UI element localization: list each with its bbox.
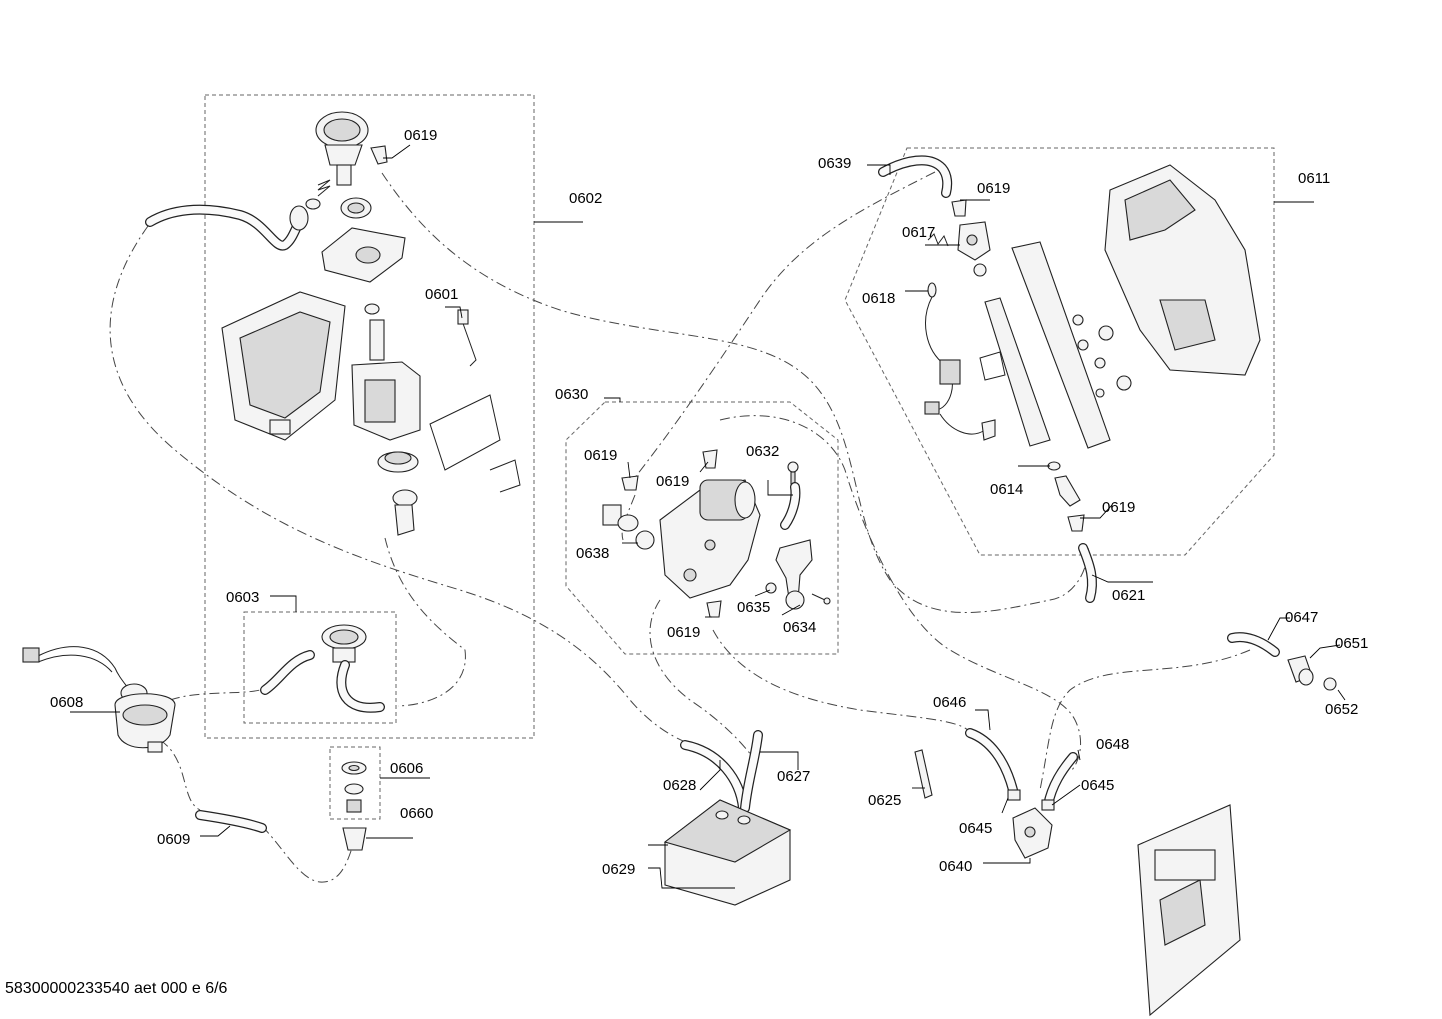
hose-0609 (195, 810, 267, 833)
label-0632: 0632 (746, 443, 779, 460)
grommet-part (973, 263, 987, 277)
label-0660: 0660 (400, 805, 433, 822)
hose-0648 (1043, 752, 1078, 810)
valve-0638 (602, 504, 639, 532)
hose-top-left (145, 204, 309, 251)
label-0603: 0603 (226, 589, 259, 606)
valve-seat-part (340, 197, 372, 219)
spring-part (317, 179, 331, 197)
hose-0639 (878, 155, 953, 198)
back-panel (1137, 804, 1241, 1017)
label-0645-b: 0645 (959, 820, 992, 837)
label-0601: 0601 (425, 286, 458, 303)
clip-0619-left (621, 475, 639, 491)
o-ring-0638 (635, 530, 655, 550)
label-0630: 0630 (555, 386, 588, 403)
label-0635: 0635 (737, 599, 770, 616)
label-0627: 0627 (777, 768, 810, 785)
label-0625: 0625 (868, 792, 901, 809)
clip-0619-top (370, 145, 388, 165)
hose-0632 (780, 482, 801, 530)
lever-0634 (775, 539, 813, 610)
label-0647: 0647 (1285, 609, 1318, 626)
rail-part (979, 241, 1111, 449)
mounting-frame-part (429, 394, 521, 493)
assembly-box-0630 (565, 401, 839, 655)
valve-0617 (957, 221, 991, 261)
seal-ring-part (377, 451, 419, 473)
label-0629: 0629 (602, 861, 635, 878)
spring-0617 (927, 233, 949, 247)
label-0640: 0640 (939, 858, 972, 875)
clip-0619-right-top (951, 199, 967, 217)
sensor-0618 (924, 282, 996, 441)
label-0645-a: 0645 (1081, 777, 1114, 794)
o-ring-0652 (1323, 677, 1337, 691)
seal-set-0606 (341, 761, 367, 813)
label-0646: 0646 (933, 694, 966, 711)
pressure-sensor-0603 (260, 624, 385, 713)
label-0619-b: 0619 (584, 447, 617, 464)
strip-0625 (914, 749, 933, 799)
hose-0621 (1078, 543, 1097, 603)
leader-lines (70, 144, 1346, 889)
flange-plate-part (321, 227, 406, 283)
label-0617: 0617 (902, 224, 935, 241)
clip-0619-bottom (706, 600, 722, 618)
label-0618: 0618 (862, 290, 895, 307)
small-grommets (1072, 314, 1132, 398)
screw-0634 (811, 593, 831, 605)
clamp-0645-right (1041, 799, 1055, 811)
label-0651: 0651 (1335, 635, 1368, 652)
label-0652: 0652 (1325, 701, 1358, 718)
label-0619-d: 0619 (667, 624, 700, 641)
assembly-box-0603 (243, 611, 397, 724)
assembly-box-0602 (204, 94, 535, 739)
label-0606: 0606 (390, 760, 423, 777)
part-labels: 0619 0602 0601 0603 0606 0660 0608 0609 … (50, 127, 1368, 878)
o-ring-part (305, 198, 321, 210)
label-0619-c: 0619 (656, 473, 689, 490)
connector-0614 (1054, 475, 1081, 507)
label-0609: 0609 (157, 831, 190, 848)
label-0619-a: 0619 (404, 127, 437, 144)
label-0639: 0639 (818, 155, 851, 172)
document-code: 58300000233540 aet 000 e 6/6 (5, 980, 228, 997)
label-0621: 0621 (1112, 587, 1145, 604)
label-0648: 0648 (1096, 736, 1129, 753)
screw-0632 (787, 461, 799, 485)
clamp-0645-left (1007, 789, 1021, 801)
pump-cap-part (315, 111, 369, 186)
assembly-box-0611 (844, 147, 1275, 556)
washer-0635 (765, 582, 777, 594)
clip-0619-right-bottom (1067, 514, 1085, 532)
elbow-connector-part (392, 489, 418, 536)
cover-0611 (1104, 164, 1261, 376)
connection-lines (109, 171, 1251, 883)
o-ring-0601-part (364, 303, 380, 315)
drain-pump-0608 (22, 646, 176, 753)
label-0619-f: 0619 (1102, 499, 1135, 516)
label-0602: 0602 (569, 190, 602, 207)
label-0634: 0634 (783, 619, 816, 636)
label-0608: 0608 (50, 694, 83, 711)
hose-0647 (1227, 632, 1280, 657)
label-0628: 0628 (663, 777, 696, 794)
assembly-box-0606 (329, 746, 381, 820)
bracket-clip-0601 (457, 309, 477, 367)
thermoblock-0630 (659, 479, 761, 599)
label-0638: 0638 (576, 545, 609, 562)
label-0611: 0611 (1298, 170, 1330, 187)
label-0619-e: 0619 (977, 180, 1010, 197)
valve-0640 (1012, 807, 1053, 859)
hose-0627 (740, 730, 763, 813)
solenoid-pump-part (351, 319, 421, 441)
hose-0646 (965, 728, 1018, 795)
label-0614: 0614 (990, 481, 1023, 498)
tank-0629 (663, 799, 792, 906)
connector-0660 (342, 827, 367, 851)
fitting-0651 (1287, 655, 1314, 686)
housing-part (221, 291, 346, 441)
